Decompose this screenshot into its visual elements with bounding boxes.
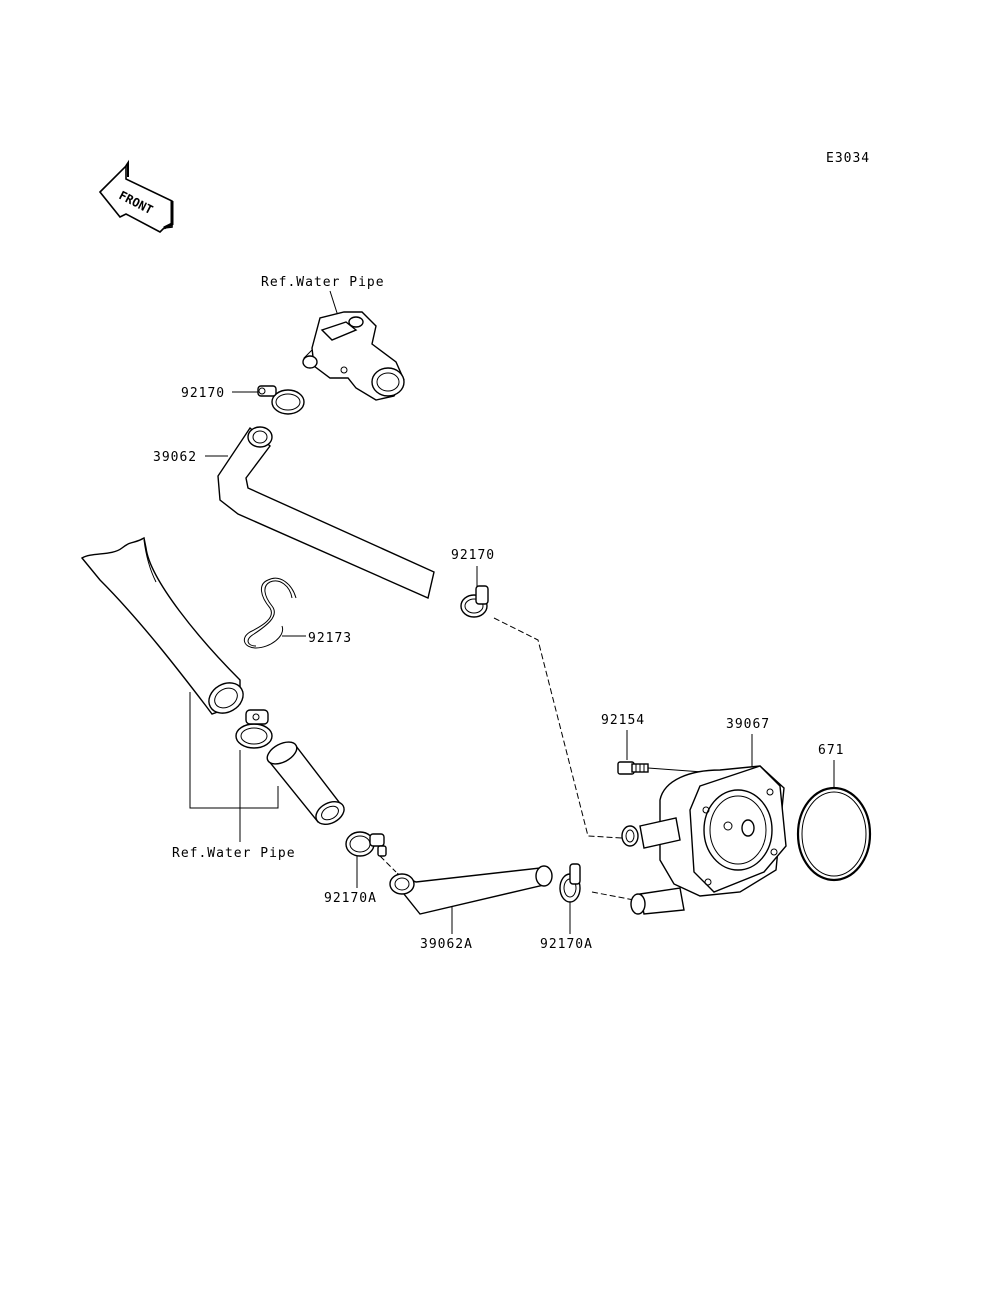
water-pipe-fitting-icon — [302, 311, 405, 401]
ref-water-pipe-label-top: Ref.Water Pipe — [261, 275, 385, 290]
part-label-92170A-right: 92170A — [540, 937, 593, 952]
hose-clamp-icon — [559, 863, 581, 903]
hose-clamp-icon — [345, 831, 387, 857]
part-label-671: 671 — [818, 743, 844, 758]
hose-clamp-icon — [460, 585, 489, 618]
ref-water-pipe-label-bottom: Ref.Water Pipe — [172, 846, 296, 861]
part-label-92154: 92154 — [601, 713, 645, 728]
assembly-guide-line — [379, 855, 397, 873]
oil-cooler-icon — [621, 765, 787, 915]
water-hose-icon — [389, 865, 553, 915]
water-pipe-icon — [266, 741, 345, 825]
diagram-code: E3034 — [826, 151, 870, 166]
o-ring-icon — [796, 786, 872, 882]
water-hose-icon — [217, 426, 435, 599]
water-pipe-icon — [80, 536, 244, 715]
leader-bracket — [189, 692, 279, 809]
bolt-icon — [617, 761, 649, 775]
leader-line — [329, 290, 339, 317]
wire-clip-icon — [243, 577, 297, 649]
part-label-92173: 92173 — [308, 631, 352, 646]
part-label-92170-upper: 92170 — [181, 386, 225, 401]
front-direction-arrow-icon: FRONT — [98, 159, 174, 233]
hose-clamp-icon — [257, 385, 305, 415]
part-label-39062A: 39062A — [420, 937, 473, 952]
part-label-39062: 39062 — [153, 450, 197, 465]
assembly-guide-line — [591, 891, 635, 901]
part-label-39067: 39067 — [726, 717, 770, 732]
assembly-guide-line — [493, 617, 623, 839]
part-label-92170A-left: 92170A — [324, 891, 377, 906]
part-label-92170-mid: 92170 — [451, 548, 495, 563]
hose-clamp-icon — [235, 709, 273, 749]
